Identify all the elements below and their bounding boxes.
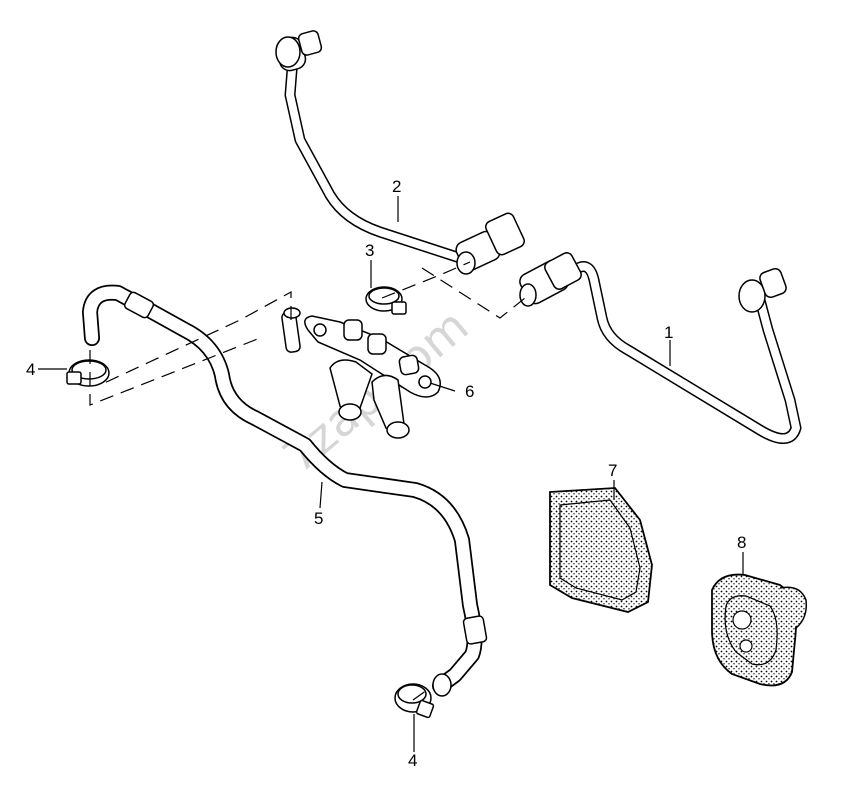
callout-4-lower: 4 bbox=[408, 751, 417, 770]
callout-7: 7 bbox=[608, 461, 617, 480]
part-3-clamp[interactable] bbox=[365, 286, 407, 315]
part-4-clamp-lower[interactable] bbox=[394, 683, 435, 719]
callout-4-upper: 4 bbox=[26, 360, 35, 379]
part-8-seal[interactable] bbox=[711, 573, 808, 687]
callout-5: 5 bbox=[314, 509, 323, 528]
callout-8: 8 bbox=[737, 533, 746, 552]
callout-2: 2 bbox=[392, 177, 401, 196]
assembly-lines bbox=[89, 261, 526, 701]
callout-6: 6 bbox=[465, 382, 474, 401]
part-7-gasket[interactable] bbox=[549, 487, 653, 613]
callout-3: 3 bbox=[365, 241, 374, 260]
part-6-connector[interactable] bbox=[281, 307, 441, 439]
callout-labels: 2 3 4 1 6 5 7 8 4 bbox=[26, 177, 746, 770]
part-5-hose[interactable] bbox=[82, 284, 488, 697]
part-1-breather-pipe[interactable] bbox=[517, 251, 802, 444]
part-4-clamp-upper[interactable] bbox=[66, 359, 110, 387]
part-2-breather-pipe[interactable] bbox=[274, 30, 526, 275]
leader-lines bbox=[38, 196, 744, 752]
callout-1: 1 bbox=[664, 323, 673, 342]
